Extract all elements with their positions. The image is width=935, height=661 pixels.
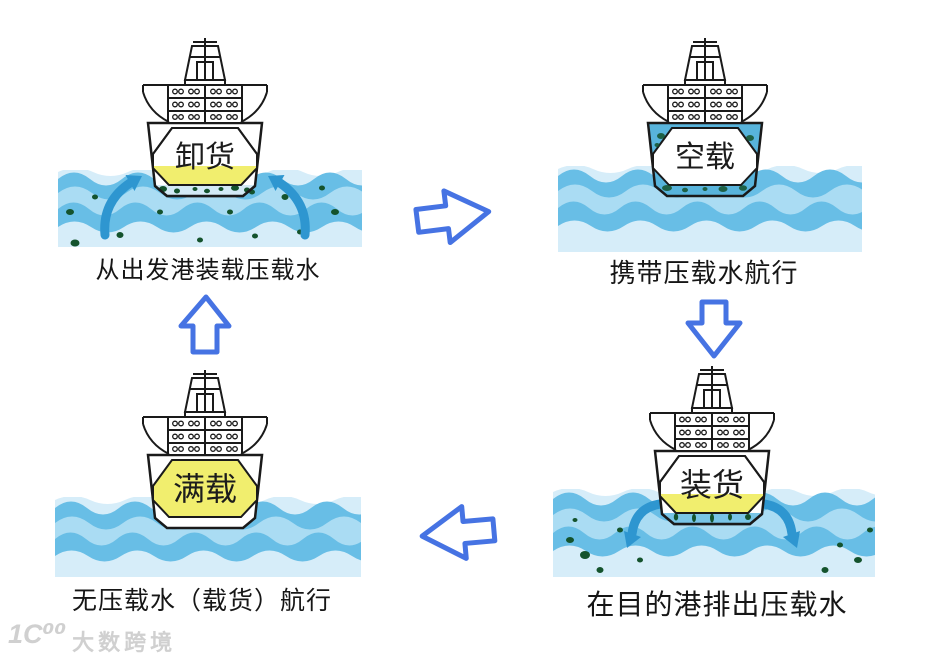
stage-discharge-ballast-illustration: 装货 xyxy=(553,364,875,577)
organisms-in-water xyxy=(566,518,873,573)
watermark-logo-icon: 1Ϲ⁰⁰ xyxy=(8,619,67,649)
ballast-discharge-arrow-icon xyxy=(624,499,800,548)
arrow-down-icon xyxy=(685,299,743,359)
ship-load-label: 空载 xyxy=(675,141,735,174)
arrow-up-icon xyxy=(178,294,232,355)
organisms-in-hull xyxy=(159,185,250,194)
water-waves xyxy=(558,166,862,252)
watermark-brand-text: 大数跨境 xyxy=(72,630,177,655)
stage-caption-voyage-with-ballast: 携带压载水航行 xyxy=(609,259,799,288)
water-waves xyxy=(55,497,361,577)
organisms-in-hull xyxy=(654,133,754,193)
stage-caption-load-ballast: 从出发港装载压载水 xyxy=(95,258,321,284)
organisms-in-hull xyxy=(673,513,751,523)
ballast-loading-detail xyxy=(152,127,258,198)
ship-load-label: 满载 xyxy=(173,471,237,507)
stage-caption-discharge-ballast: 在目的港排出压载水 xyxy=(586,590,848,621)
stage-voyage-with-cargo-illustration: 满载 xyxy=(55,368,361,577)
arrow-left-icon xyxy=(419,504,498,561)
watermark: 1Ϲ⁰⁰ 大数跨境 xyxy=(8,621,176,657)
organisms-in-water xyxy=(66,185,339,247)
ballast-intake-arrow-icon xyxy=(100,175,310,240)
stage-caption-voyage-with-cargo: 无压载水（载货）航行 xyxy=(71,588,333,615)
arrow-right-icon xyxy=(413,188,492,246)
ship-load-label: 装货 xyxy=(680,467,744,503)
ballast-water-in-hull-detail xyxy=(654,133,754,193)
ballast-discharge-detail xyxy=(659,455,765,526)
stage-load-ballast-illustration: 卸货 xyxy=(58,36,362,247)
ship-load-label: 卸货 xyxy=(175,141,235,174)
stage-voyage-with-ballast-illustration: 空载 xyxy=(558,36,862,252)
